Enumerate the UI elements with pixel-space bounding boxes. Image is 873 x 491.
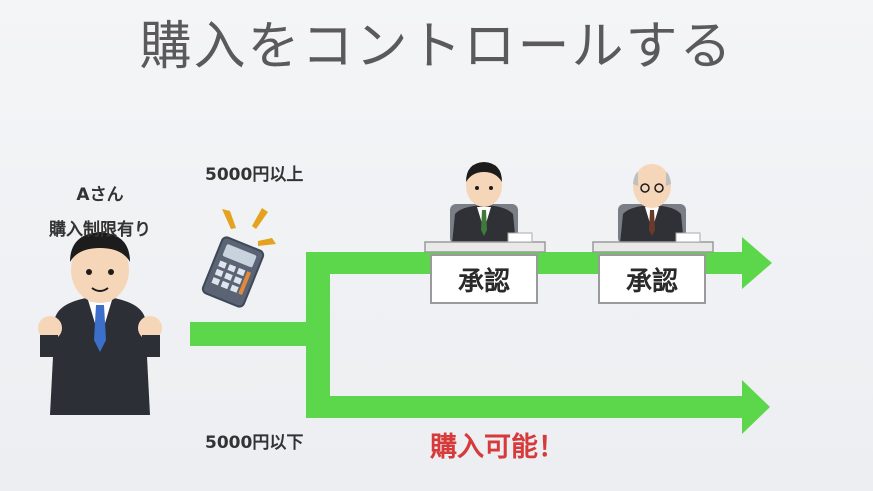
approval-label: 承認	[625, 266, 678, 297]
page-title: 購入をコントロールする	[139, 17, 734, 77]
user-name: Aさん	[76, 185, 124, 205]
arrow-lower-head	[742, 380, 770, 434]
sparkle-icon	[222, 208, 276, 246]
approval-label: 承認	[457, 266, 510, 297]
arrow-upper-head	[742, 237, 772, 289]
arrow-lower-shaft	[306, 396, 744, 418]
businessman-icon	[38, 232, 162, 415]
arrow-stem	[190, 322, 325, 346]
user-restriction-label: 購入制限有り	[49, 220, 151, 240]
manager-icon	[424, 162, 546, 253]
bald-manager-icon	[592, 164, 714, 253]
approval-box-2: 承認	[598, 254, 706, 304]
purchase-allowed-label: 購入可能！	[430, 432, 565, 463]
over-threshold-label: 5000円以上	[205, 165, 304, 185]
arrow-vertical-trunk	[306, 252, 330, 418]
approval-box-1: 承認	[430, 254, 538, 304]
calculator-icon	[201, 208, 276, 308]
under-threshold-label: 5000円以下	[205, 433, 304, 453]
